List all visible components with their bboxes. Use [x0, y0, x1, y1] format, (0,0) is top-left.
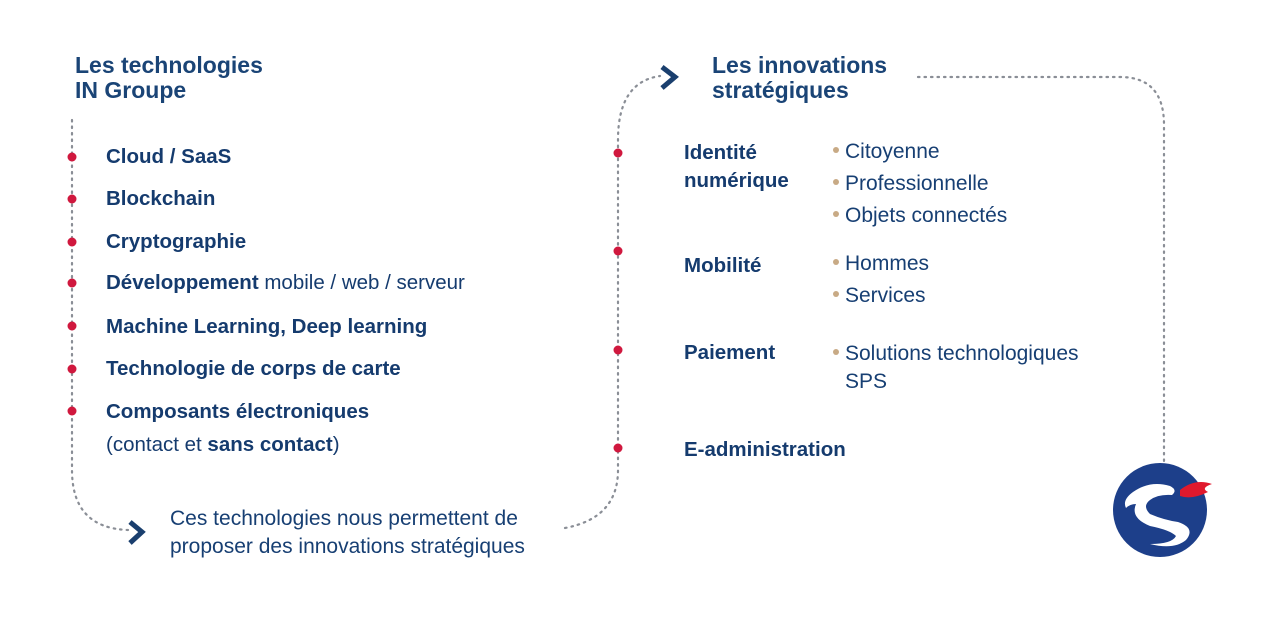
right-title: Les innovations stratégiques: [712, 53, 887, 103]
category-label-line1: Identité: [684, 141, 757, 164]
sub-item-label: Citoyenne: [845, 140, 940, 163]
tech-item-developpement: Développement mobile / web / serveur: [106, 271, 465, 295]
tech-item-composants: Composants électroniques: [106, 400, 369, 424]
category-mobilite: Mobilité: [684, 252, 761, 280]
tech-detail-text: (contact et: [106, 433, 208, 456]
sub-item-label: Professionnelle: [845, 172, 989, 195]
tech-item-machine-learning: Machine Learning, Deep learning: [106, 315, 427, 339]
chevron-right-icon: [128, 520, 146, 545]
bullet-dot-icon: [833, 259, 839, 266]
category-label-line2: numérique: [684, 169, 789, 192]
tech-item-cryptographie: Cryptographie: [106, 230, 246, 254]
sub-item: Services: [833, 280, 929, 312]
sub-item-label: Objets connectés: [845, 204, 1008, 227]
left-title-line2: IN Groupe: [75, 77, 187, 103]
tech-item-cloud: Cloud / SaaS: [106, 145, 231, 169]
mobilite-subitems: Hommes Services: [833, 248, 929, 312]
tech-item-bold: Blockchain: [106, 187, 216, 210]
bullet-dot-icon: [833, 179, 839, 186]
chevron-right-icon: [660, 65, 679, 90]
tech-item-bold: Cryptographie: [106, 230, 247, 253]
sub-item-label: Services: [845, 284, 926, 307]
category-label-line1: Mobilité: [684, 254, 762, 277]
tech-item-bold: Technologie de corps de carte: [106, 357, 401, 380]
sub-item: Professionnelle: [833, 168, 1007, 200]
sub-item: Objets connectés: [833, 200, 1007, 232]
right-title-line2: stratégiques: [712, 77, 849, 103]
identite-subitems: Citoyenne Professionnelle Objets connect…: [833, 136, 1007, 232]
bullet-dot-icon: [833, 211, 839, 218]
tech-item-blockchain: Blockchain: [106, 187, 215, 211]
tech-item-corps-de-carte: Technologie de corps de carte: [106, 357, 401, 381]
left-dotted-path: [70, 118, 130, 532]
right-title-line1: Les innovations: [712, 52, 888, 78]
left-timeline-dots: [67, 152, 77, 416]
left-title-line1: Les technologies: [75, 52, 263, 78]
conclusion-line1: Ces technologies nous permettent de: [170, 507, 518, 530]
sub-item: Hommes: [833, 248, 929, 280]
sub-item-label: Solutions technologiques: [845, 342, 1079, 365]
left-title: Les technologies IN Groupe: [75, 53, 263, 103]
sub-item-continuation: SPS: [833, 368, 1079, 396]
tech-item-detail: mobile / web / serveur: [258, 271, 465, 294]
bullet-dot-icon: [833, 291, 839, 298]
salamander-logo-icon: [1113, 463, 1212, 557]
right-timeline-dots: [613, 148, 623, 453]
tech-item-bold: Machine Learning, Deep learning: [106, 315, 428, 338]
category-e-administration: E-administration: [684, 436, 846, 464]
sub-item: Citoyenne: [833, 136, 1007, 168]
tech-item-bold: Cloud / SaaS: [106, 145, 232, 168]
category-identite-numerique: Identité numérique: [684, 139, 789, 195]
tech-item-bold: Composants électroniques: [106, 400, 370, 423]
sub-item: Solutions technologiques: [833, 340, 1079, 368]
category-paiement: Paiement: [684, 339, 775, 367]
right-dotted-path: [916, 75, 1166, 470]
conclusion-text: Ces technologies nous permettent de prop…: [170, 505, 525, 561]
category-label-line1: E-administration: [684, 438, 846, 461]
bullet-dot-icon: [833, 349, 839, 356]
sub-item-label: SPS: [845, 370, 888, 393]
conclusion-line2: proposer des innovations stratégiques: [170, 535, 525, 558]
paiement-subitems: Solutions technologiques SPS: [833, 340, 1079, 396]
middle-dotted-path: [563, 74, 662, 530]
tech-item-composants-detail: (contact et sans contact): [106, 433, 340, 457]
tech-detail-text: ): [332, 433, 340, 456]
tech-item-bold: Développement: [106, 271, 259, 294]
tech-detail-bold: sans contact: [207, 433, 333, 456]
sub-item-label: Hommes: [845, 252, 930, 275]
bullet-dot-icon: [833, 147, 839, 154]
category-label-line1: Paiement: [684, 341, 776, 364]
